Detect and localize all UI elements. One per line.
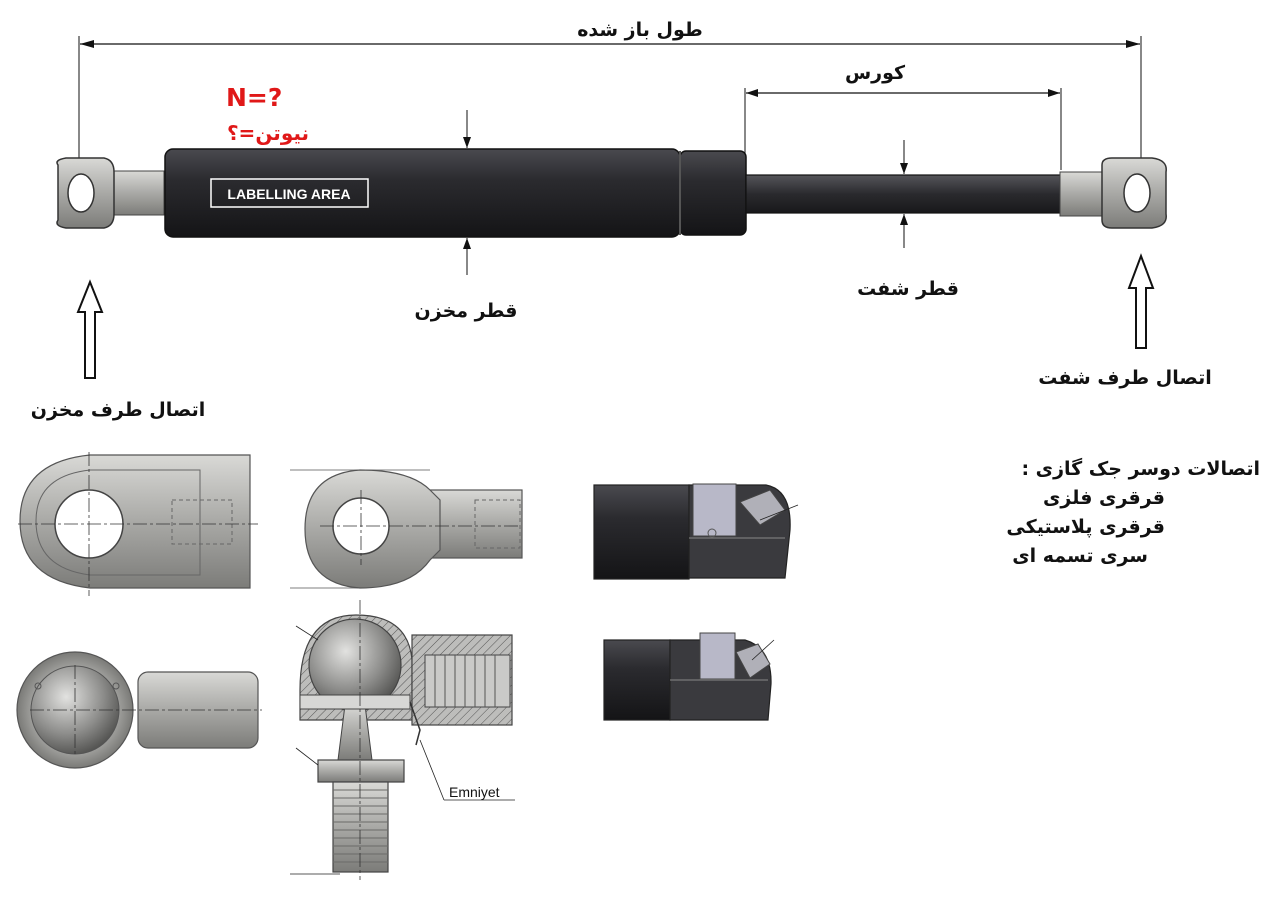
end-fittings-heading: اتصالات دوسر جک گازی : <box>1021 458 1260 480</box>
cylinder-diameter-label: قطر مخزن <box>415 300 518 322</box>
stroke-dimension: کورس <box>744 62 1062 170</box>
cylinder-end-connection-label: اتصال طرف مخزن <box>31 399 206 421</box>
end-fittings-note: اتصالات دوسر جک گازی : قرقری فلزی قرقری … <box>960 455 1260 571</box>
labelling-area-frame <box>210 178 369 208</box>
shaft-end-connection-label: اتصال طرف شفت <box>1038 367 1211 389</box>
stroke-label: کورس <box>845 62 906 84</box>
force-label-en: N=? <box>226 83 282 112</box>
left-eye-fitting <box>56 157 165 229</box>
cylinder-diameter-dimension: قطر مخزن <box>415 110 518 322</box>
ball-stud-section-drawing: Emniyet <box>290 600 515 880</box>
small-eye-fitting-drawing <box>290 469 523 589</box>
gas-spring: LABELLING AREA <box>56 148 1167 238</box>
end-fitting-item: قرقری فلزی <box>1043 487 1165 509</box>
emniyet-callout: Emniyet <box>449 784 500 800</box>
piston-rod <box>745 174 1065 214</box>
metal-eye-fitting-drawing <box>18 452 258 596</box>
clip-end-fitting-drawing-1 <box>593 483 799 580</box>
end-fitting-item: سری تسمه ای <box>1012 545 1148 567</box>
shaft-diameter-dimension: قطر شفت <box>857 140 959 300</box>
force-label-fa: نیوتن=؟ <box>227 121 309 145</box>
cylinder-end-arrow <box>76 279 104 379</box>
shaft-end-arrow <box>1127 253 1155 349</box>
extended-length-label: طول باز شده <box>577 19 703 41</box>
cylinder-seal-cap <box>679 150 747 236</box>
right-eye-fitting <box>1101 157 1167 229</box>
labelling-area-text: LABELLING AREA <box>227 186 350 202</box>
clip-end-fitting-drawing-2 <box>603 632 775 721</box>
end-fitting-item: قرقری پلاستیکی <box>1006 516 1165 538</box>
extended-length-dimension: طول باز شده <box>78 19 1142 160</box>
ball-socket-fitting-drawing <box>16 651 262 769</box>
shaft-diameter-label: قطر شفت <box>857 278 959 300</box>
